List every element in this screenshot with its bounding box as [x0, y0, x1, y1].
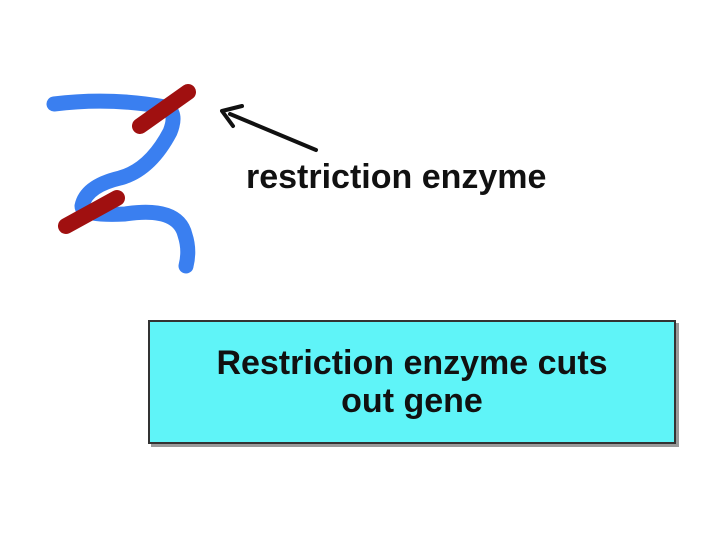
- restriction-enzyme-label: restriction enzyme: [246, 158, 547, 196]
- caption-line-1: Restriction enzyme cuts: [216, 344, 608, 382]
- enzyme-marker-icon: [132, 84, 196, 134]
- enzyme-marker-icon: [58, 190, 125, 234]
- caption-line-2: out gene: [341, 382, 483, 420]
- arrow-icon: [228, 112, 318, 152]
- dna-strand-icon: [46, 93, 196, 274]
- caption-box: Restriction enzyme cuts out gene: [148, 320, 676, 444]
- arrowhead-icon: [220, 104, 244, 128]
